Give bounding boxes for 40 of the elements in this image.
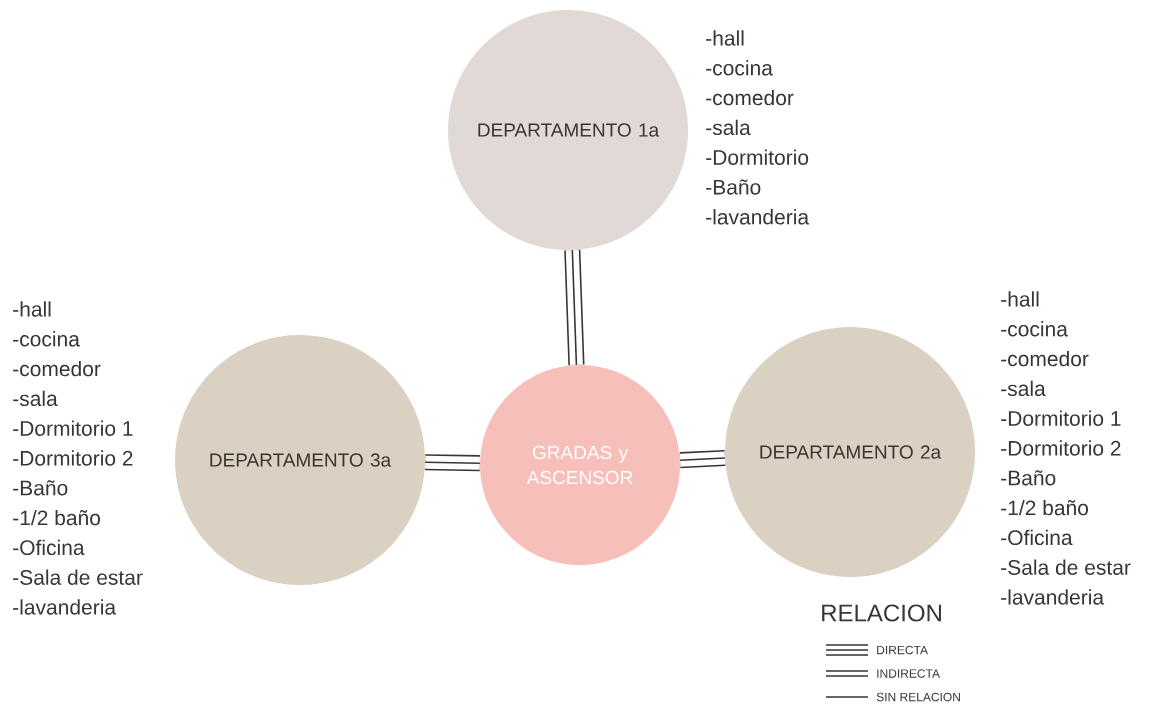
triple-line [564, 249, 585, 366]
list-item: -Sala de estar [1001, 559, 1131, 575]
list-item: -cocina [706, 60, 773, 76]
circle-node: DEPARTAMENTO 3a [175, 335, 425, 585]
list-item: -comedor [1001, 350, 1089, 367]
triple-line [424, 454, 481, 472]
list-item: -lavanderia [13, 599, 117, 615]
list-item: -comedor [706, 89, 794, 106]
list-item: -sala [1001, 380, 1046, 397]
list-item: -lavanderia [706, 209, 810, 225]
list-item: -Baño [13, 480, 68, 496]
circle-node: GRADAS y ASCENSOR [480, 365, 680, 565]
list-item: -Dormitorio 2 [1001, 440, 1121, 456]
list-item: -lavanderia [1001, 589, 1105, 605]
list-item: -1/2 baño [13, 509, 100, 526]
legend-label: DIRECTA [877, 645, 928, 655]
list-item: -1/2 baño [1001, 499, 1089, 516]
list-item: -sala [13, 390, 58, 407]
list-item: -Baño [706, 179, 761, 195]
list-item: -Oficina [13, 539, 85, 556]
list-item: -Dormitorio 1 [13, 420, 133, 436]
list-item: -Oficina [1001, 529, 1073, 546]
list-item: -Sala de estar [13, 569, 143, 585]
list-item: -comedor [13, 360, 101, 377]
list-item: -Dormitorio [706, 149, 809, 165]
list-item: -sala [706, 119, 751, 136]
list-item: -hall [706, 30, 744, 46]
list-item: -cocina [13, 331, 80, 347]
legend-title: RELACION [822, 604, 941, 622]
list-item: -Baño [1001, 470, 1056, 486]
triple-line [679, 449, 726, 469]
list-item: -Dormitorio 1 [1001, 410, 1121, 426]
legend-label: INDIRECTA [877, 669, 940, 678]
circle-node: DEPARTAMENTO 1a [448, 10, 688, 250]
list-item: -hall [1001, 291, 1039, 307]
list-item: -Dormitorio 2 [13, 450, 133, 466]
list-item: -cocina [1001, 321, 1068, 337]
list-item: -hall [13, 301, 51, 317]
circle-node: DEPARTAMENTO 2a [725, 327, 975, 577]
legend-label: SIN RELACION [876, 692, 960, 702]
